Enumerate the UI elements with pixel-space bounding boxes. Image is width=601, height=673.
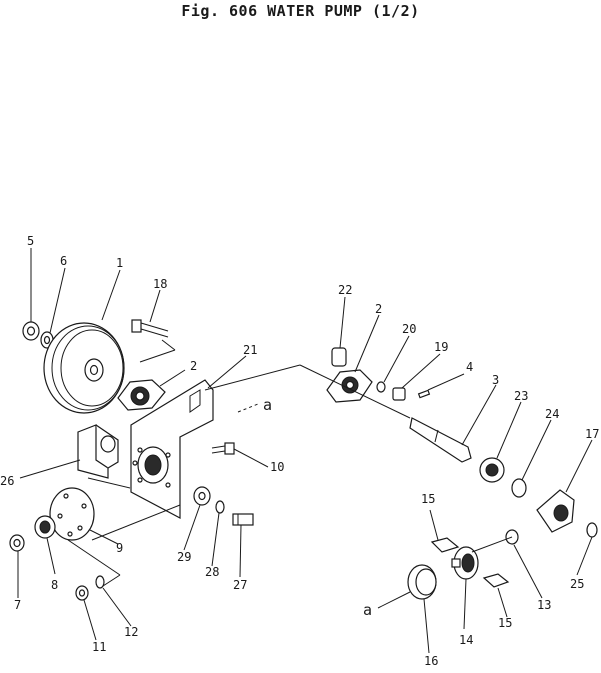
callout-20: 20: [402, 322, 416, 336]
part-15-clip-lower: [482, 573, 510, 588]
callout-23: 23: [514, 389, 528, 403]
part-13-nut: [505, 529, 519, 545]
callout-14: 14: [459, 633, 473, 647]
callout-29: 29: [177, 550, 191, 564]
figure-title: Fig. 606 WATER PUMP (1/2): [181, 2, 420, 20]
part-25-snap-ring: [586, 522, 598, 538]
callout-9: 9: [116, 541, 123, 555]
part-29-washer: [193, 486, 211, 506]
callout-15-lower: 15: [498, 616, 512, 630]
callout-27: 27: [233, 578, 247, 592]
part-7-nut: [9, 534, 25, 552]
callout-18: 18: [153, 277, 167, 291]
callout-28: 28: [205, 565, 219, 579]
part-5-nut: [22, 321, 40, 341]
callout-2-right: 2: [375, 302, 382, 316]
part-3-shaft: [409, 417, 472, 463]
part-2-flange-bearing-right: [326, 369, 373, 403]
callout-4: 4: [466, 360, 473, 374]
callout-a-lower: a: [363, 601, 372, 619]
part-16-disc: [407, 564, 437, 600]
part-27-bolt: [232, 513, 254, 526]
callout-13: 13: [537, 598, 551, 612]
callout-3: 3: [492, 373, 499, 387]
callout-15-upper: 15: [421, 492, 435, 506]
part-15-clip-upper: [430, 537, 460, 553]
part-8-seal-ring: [34, 515, 56, 539]
part-22-sleeve: [331, 347, 347, 367]
callout-21: 21: [243, 343, 257, 357]
callout-8: 8: [51, 578, 58, 592]
callout-25: 25: [570, 577, 584, 591]
callout-26: 26: [0, 474, 14, 488]
part-20-snap-ring: [376, 381, 386, 393]
callout-17: 17: [585, 427, 599, 441]
callout-6: 6: [60, 254, 67, 268]
part-23-bearing: [479, 457, 505, 483]
callout-5: 5: [27, 234, 34, 248]
callout-2-left: 2: [190, 359, 197, 373]
callout-19: 19: [434, 340, 448, 354]
part-1-pulley: [43, 322, 125, 414]
part-21-bracket: [130, 379, 214, 519]
part-18-bolt: [131, 319, 169, 338]
part-12-washer: [95, 575, 105, 589]
part-9-cover-plate: [49, 487, 95, 541]
callout-7: 7: [14, 598, 21, 612]
callout-a-upper: a: [263, 396, 272, 414]
part-10-bolt: [211, 442, 235, 455]
callout-12: 12: [124, 625, 138, 639]
callout-10: 10: [270, 460, 284, 474]
part-14-impeller: [451, 546, 479, 580]
part-24-ring: [511, 478, 527, 498]
callout-22: 22: [338, 283, 352, 297]
part-26-support-bracket: [77, 424, 119, 479]
part-17-housing: [536, 489, 575, 533]
part-28-lock-washer: [215, 500, 225, 514]
callout-11: 11: [92, 640, 106, 654]
callout-24: 24: [545, 407, 559, 421]
callout-labels: 5 6 1 18 2 21 22 2 20 19 4 3 23 24 17 26…: [0, 234, 599, 668]
part-19-collar: [392, 387, 406, 401]
callout-16: 16: [424, 654, 438, 668]
part-2-flange-bearing-left: [117, 379, 166, 411]
callout-1: 1: [116, 256, 123, 270]
part-4-key: [417, 389, 431, 399]
leader-lines: [17, 248, 593, 654]
part-11-nut: [75, 585, 89, 601]
